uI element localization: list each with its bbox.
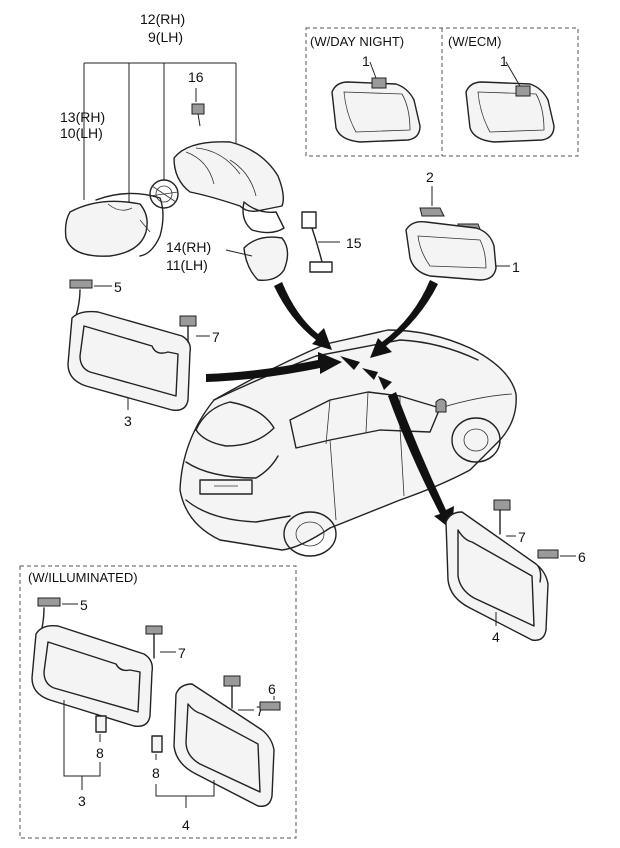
label-5-illum: 5 bbox=[80, 597, 88, 613]
label-12-rh: 12(RH) bbox=[140, 11, 185, 27]
mirror-actuator bbox=[149, 179, 179, 209]
label-2: 2 bbox=[426, 169, 434, 185]
mirror-glass bbox=[64, 200, 148, 257]
leader-12-9 bbox=[83, 62, 237, 202]
label-7-top: 7 bbox=[212, 329, 220, 345]
label-13-rh: 13(RH) bbox=[60, 109, 105, 125]
sunvisor-3 bbox=[67, 310, 192, 411]
ecm-mirror bbox=[465, 81, 555, 143]
arrow-sunvisor-lh bbox=[206, 352, 342, 382]
sunvisor-4 bbox=[445, 511, 549, 641]
label-7-illum-right: 7 bbox=[256, 703, 264, 719]
label-16: 16 bbox=[188, 69, 204, 85]
label-8-illum-left: 8 bbox=[96, 745, 104, 761]
bulb-left bbox=[95, 715, 107, 733]
ecm-title: (W/ECM) bbox=[448, 34, 501, 49]
side-windows bbox=[289, 391, 441, 449]
illuminated-box bbox=[19, 565, 297, 839]
label-8-illum-right: 8 bbox=[152, 765, 160, 781]
label-1-ecm: 1 bbox=[500, 53, 508, 69]
label-15: 15 bbox=[346, 235, 362, 251]
illuminated-variant: (W/ILLUMINATED) 5 7 8 3 7 6 8 4 bbox=[19, 565, 297, 839]
arrow-outside-mirror bbox=[274, 282, 332, 350]
vehicle bbox=[179, 329, 517, 557]
visor-holder-5 bbox=[69, 279, 93, 289]
label-5-top: 5 bbox=[114, 279, 122, 295]
label-9-lh: 9(LH) bbox=[148, 29, 183, 45]
inside-rear-mirror bbox=[405, 220, 497, 281]
inside-mirror-variants: (W/DAY NIGHT) (W/ECM) 1 1 bbox=[305, 27, 579, 157]
label-10-lh: 10(LH) bbox=[60, 125, 103, 141]
front-wheel bbox=[451, 417, 501, 463]
visor-clip-7 bbox=[179, 315, 197, 327]
outside-mirror-group: 12(RH) 9(LH) 13(RH) 10(LH) 16 14(RH) 11(… bbox=[60, 11, 362, 281]
bulb-right bbox=[151, 735, 163, 753]
label-6-illum: 6 bbox=[268, 681, 276, 697]
mirror-harness bbox=[301, 211, 333, 273]
inside-mirror-group: 2 1 bbox=[405, 169, 520, 281]
label-3-illum: 3 bbox=[78, 793, 86, 809]
label-4-right: 4 bbox=[492, 629, 500, 645]
label-1-day-night: 1 bbox=[362, 53, 370, 69]
mirror-backing-plate bbox=[95, 192, 164, 257]
label-7-right: 7 bbox=[518, 529, 526, 545]
arrow-sunvisor-rh bbox=[388, 392, 454, 530]
label-11-lh: 11(LH) bbox=[166, 257, 208, 273]
label-6-right: 6 bbox=[578, 549, 586, 565]
sunvisor-lh-group: 5 7 3 bbox=[67, 279, 220, 429]
vehicle-body bbox=[179, 329, 517, 551]
mirror-screw bbox=[191, 103, 205, 115]
label-4-illum: 4 bbox=[182, 817, 190, 833]
rear-wheel bbox=[283, 511, 337, 557]
rear-window bbox=[195, 401, 275, 447]
label-14-rh: 14(RH) bbox=[166, 239, 211, 255]
arrow-inside-mirror bbox=[370, 280, 438, 358]
mirror-cover-2 bbox=[419, 207, 445, 217]
illuminated-sunvisor-4 bbox=[173, 683, 275, 807]
label-7-illum-left: 7 bbox=[178, 645, 186, 661]
sunvisor-3-inner bbox=[79, 325, 179, 397]
day-night-mirror bbox=[331, 81, 421, 143]
sunvisor-rh-group: 7 6 4 bbox=[445, 499, 586, 645]
mirror-inner-cover bbox=[243, 236, 289, 281]
illuminated-sunvisor-3 bbox=[31, 624, 154, 727]
locator-arrows bbox=[206, 280, 454, 530]
mirror-housing bbox=[173, 141, 285, 213]
illuminated-title: (W/ILLUMINATED) bbox=[28, 570, 138, 585]
label-3-top: 3 bbox=[124, 413, 132, 429]
label-1-mirror: 1 bbox=[512, 259, 520, 275]
day-night-title: (W/DAY NIGHT) bbox=[310, 34, 404, 49]
